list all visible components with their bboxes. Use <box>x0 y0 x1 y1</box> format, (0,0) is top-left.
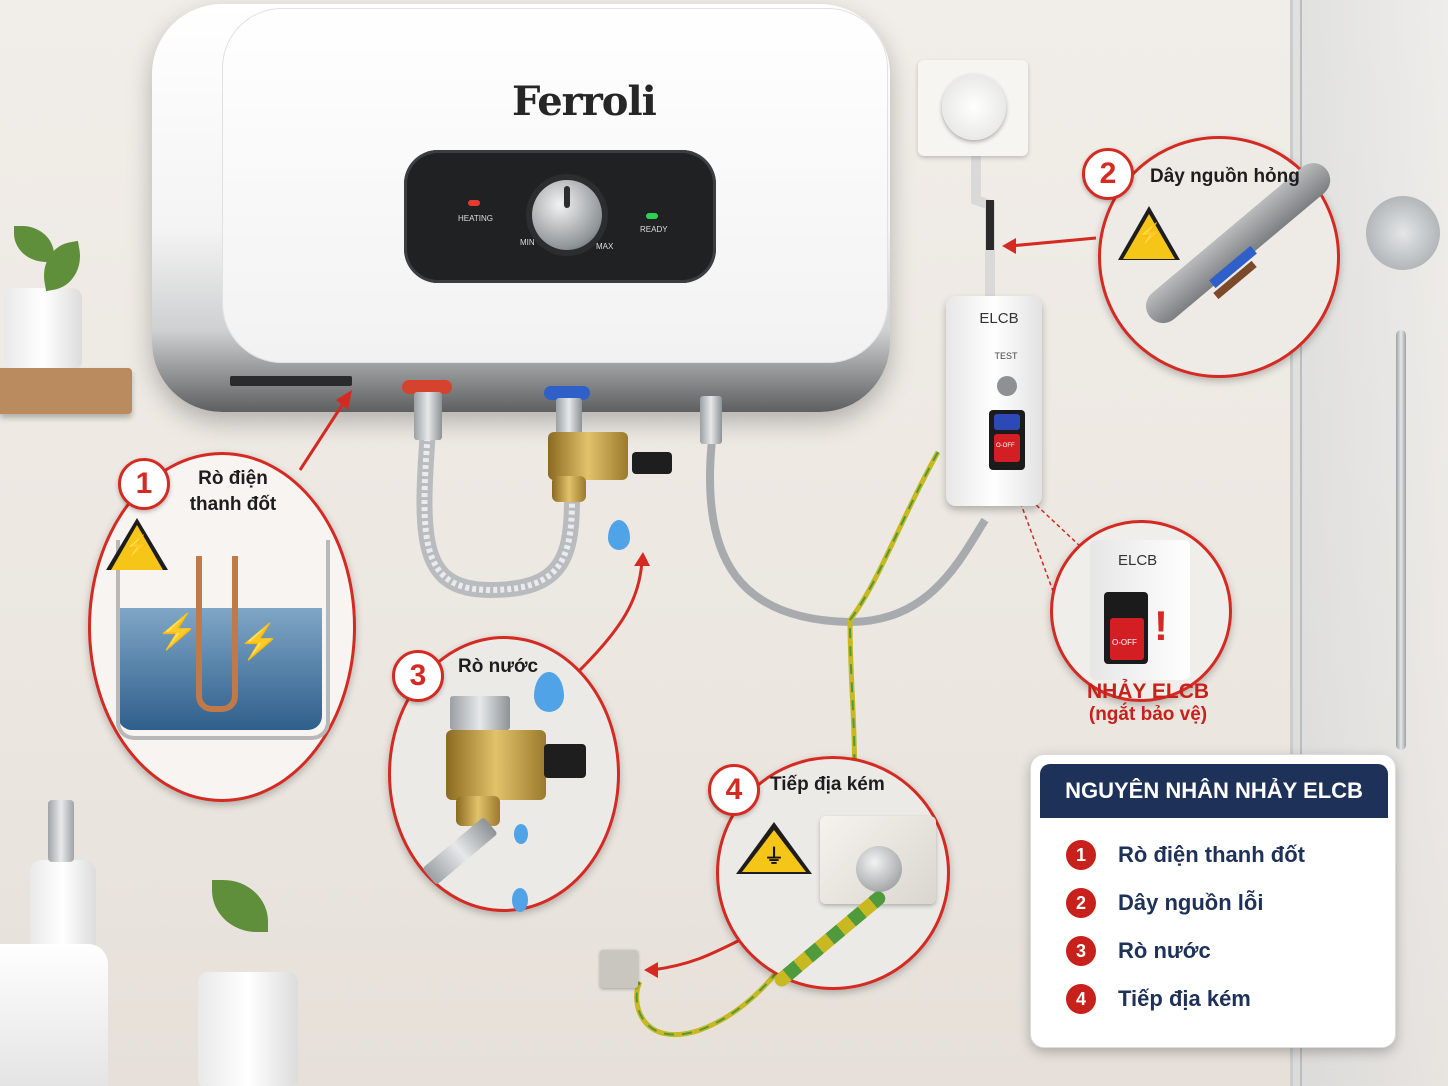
shower-glass-frame <box>1300 0 1302 1086</box>
heating-led <box>468 200 480 206</box>
min-label: MIN <box>520 238 535 247</box>
safety-valve <box>548 432 628 480</box>
summary-item-number: 1 <box>1066 840 1096 870</box>
callout-1-number: 1 <box>118 458 170 510</box>
summary-item-label: Rò nước <box>1118 938 1211 963</box>
elcb-switch-top <box>994 414 1020 430</box>
ready-led <box>646 213 658 219</box>
callout-1-title: Rò điện thanh đốt <box>178 466 288 518</box>
callout-1-title-line1: Rò điện <box>198 468 268 489</box>
callout-4-title: Tiếp địa kém <box>770 774 885 795</box>
earth-warning-fill <box>742 830 806 872</box>
callout-1-title-line2: thanh đốt <box>189 494 277 515</box>
summary-item-label: Rò điện thanh đốt <box>1118 842 1305 867</box>
elcb-title: ELCB <box>979 310 1019 327</box>
cold-water-ring <box>544 386 590 400</box>
water-drop-icon <box>514 824 528 844</box>
spark-icon: ⚡ <box>238 623 281 661</box>
shower-rail <box>1396 330 1406 750</box>
callout-4-number: 4 <box>708 764 760 816</box>
summary-item-number: 4 <box>1066 984 1096 1014</box>
hot-water-ring <box>402 380 452 394</box>
elcb-zoom-title: ELCB <box>1118 552 1158 569</box>
water-drop-icon <box>608 520 630 550</box>
cable-gland <box>700 396 722 444</box>
earth-symbol-icon: ⏚ <box>764 846 784 868</box>
elcb-zoom-switch-label: O-OFF <box>1112 638 1137 647</box>
elcb-trip-caption: NHẢY ELCB (ngắt bảo vệ) <box>1086 680 1210 726</box>
water-drop-icon <box>534 672 564 712</box>
wooden-shelf <box>0 368 132 414</box>
fitting-nut <box>450 696 510 730</box>
callout-3-title: Rò nước <box>458 656 539 677</box>
heater-vent <box>230 376 352 386</box>
heating-label: HEATING <box>458 214 493 223</box>
elcb-test-label: TEST <box>994 351 1018 361</box>
shower-head-icon <box>1366 196 1440 270</box>
elcb-device <box>946 296 1042 506</box>
summary-item-label: Dây nguồn lỗi <box>1118 890 1264 915</box>
soap-pump <box>48 800 74 862</box>
valve-closeup <box>446 730 546 800</box>
elcb-trip-line2: (ngắt bảo vệ) <box>1088 704 1208 725</box>
callout-2-title: Dây nguồn hỏng <box>1150 166 1300 187</box>
warning-triangle-fill <box>111 525 163 570</box>
elcb-switch-label: O-OFF <box>996 443 1015 449</box>
plant-pot <box>198 972 298 1086</box>
elcb-zoom-lever <box>1110 618 1144 660</box>
brand-logo: Ferroli <box>512 78 657 125</box>
elcb-test-button[interactable] <box>997 376 1017 396</box>
valve-lever[interactable] <box>632 452 672 474</box>
elcb-switch-lever[interactable] <box>994 434 1020 462</box>
elcb-trip-line1: NHẢY ELCB <box>1086 680 1210 703</box>
safety-valve-body <box>552 476 586 502</box>
max-label: MAX <box>596 242 614 251</box>
warning-triangle-fill <box>1123 214 1175 259</box>
callout-2-number: 2 <box>1082 148 1134 200</box>
tank-cutaway <box>116 540 330 740</box>
cold-water-fitting <box>556 398 582 434</box>
summary-heading: NGUYÊN NHÂN NHẢY ELCB <box>1040 764 1388 818</box>
heating-element-icon <box>196 556 238 712</box>
sink-basin <box>0 944 108 1086</box>
wall-ground-terminal <box>600 950 638 988</box>
valve-closeup-lever <box>544 744 586 778</box>
ground-screw-icon <box>856 846 902 892</box>
summary-item-number: 3 <box>1066 936 1096 966</box>
callout-3-number: 3 <box>392 650 444 702</box>
plant-pot <box>4 288 82 368</box>
lightning-icon: ⚡ <box>1136 222 1164 247</box>
alert-icon: ! <box>1154 602 1168 649</box>
hot-water-fitting <box>414 392 442 440</box>
summary-item-number: 2 <box>1066 888 1096 918</box>
power-plug[interactable] <box>942 74 1006 140</box>
water-drop-icon <box>512 888 528 912</box>
summary-item-label: Tiếp địa kém <box>1118 986 1251 1011</box>
spark-icon: ⚡ <box>156 613 199 651</box>
ready-label: READY <box>640 225 668 234</box>
knob-indicator <box>564 186 570 208</box>
lightning-icon: ⚡ <box>123 534 151 559</box>
